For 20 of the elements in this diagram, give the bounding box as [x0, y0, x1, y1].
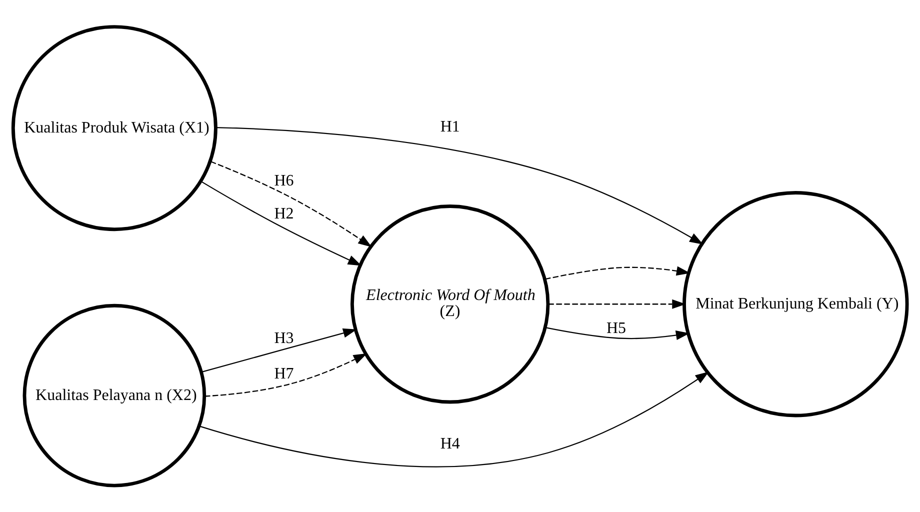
edge-label: H7: [274, 366, 294, 383]
arrow: [210, 160, 372, 248]
edge-label: H5: [606, 320, 626, 337]
node-circle: Electronic Word Of Mouth (Z): [350, 204, 550, 404]
node-circle: Kualitas Pelayana n (X2): [22, 304, 206, 488]
arrow: [544, 266, 690, 280]
edge-label: H4: [440, 435, 460, 452]
edge-label: H6: [274, 172, 294, 190]
arrow: [198, 372, 709, 468]
arrow: [216, 126, 704, 244]
edge-label: H3: [274, 330, 294, 348]
arrow: [545, 327, 690, 340]
arrow: [548, 299, 686, 309]
arrow: [200, 180, 362, 266]
node-circle: Minat Berkunjung Kembali (Y): [682, 191, 909, 418]
edge-label: H2: [274, 206, 294, 223]
edge-label: H1: [440, 118, 460, 136]
node-circle: Kualitas Produk Wisata (X1): [11, 25, 218, 232]
arrow: [201, 328, 357, 373]
arrow: [204, 353, 368, 397]
